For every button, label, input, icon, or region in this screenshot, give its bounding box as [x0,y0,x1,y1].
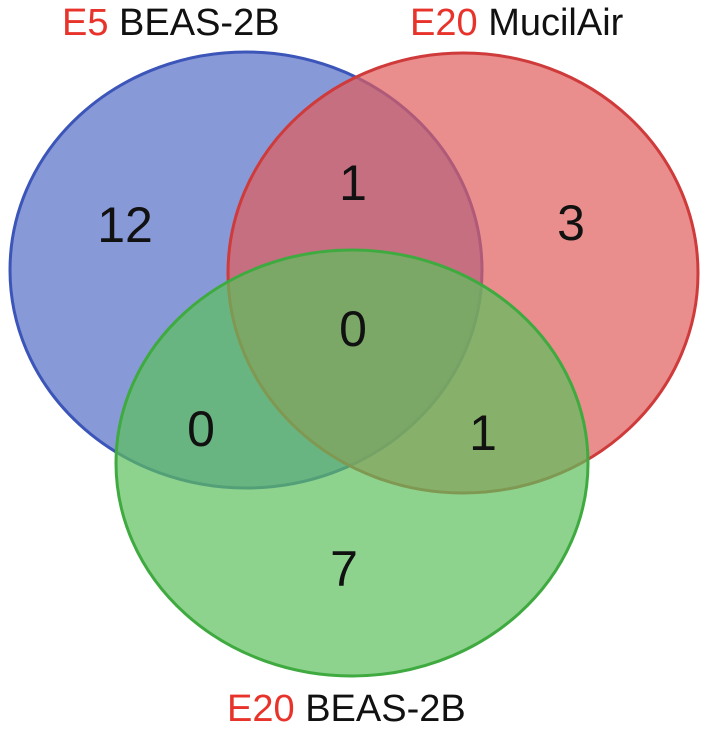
label-name: BEAS-2B [305,688,466,730]
label-name: BEAS-2B [119,2,280,44]
label-tag: E20 [227,688,295,730]
count-e5-beas-2b-and-e20-mucilair: 1 [339,155,367,211]
count-only-e20-beas-2b: 7 [330,541,358,597]
label-e5-beas-2b: E5 BEAS-2B [62,4,280,42]
set-ellipse-e20-beas-2b [114,248,590,678]
label-e20-beas-2b: E20 BEAS-2B [227,690,466,728]
label-name: MucilAir [488,2,624,44]
count-e20-mucilair-and-e20-beas-2b: 1 [469,405,497,461]
count-all-three: 0 [339,301,367,357]
count-only-e5-beas-2b: 12 [97,197,153,253]
label-tag: E20 [410,2,478,44]
label-tag: E5 [62,2,109,44]
count-e5-beas-2b-and-e20-beas-2b: 0 [187,401,215,457]
label-e20-mucilair: E20 MucilAir [410,4,623,42]
count-only-e20-mucilair: 3 [557,195,585,251]
